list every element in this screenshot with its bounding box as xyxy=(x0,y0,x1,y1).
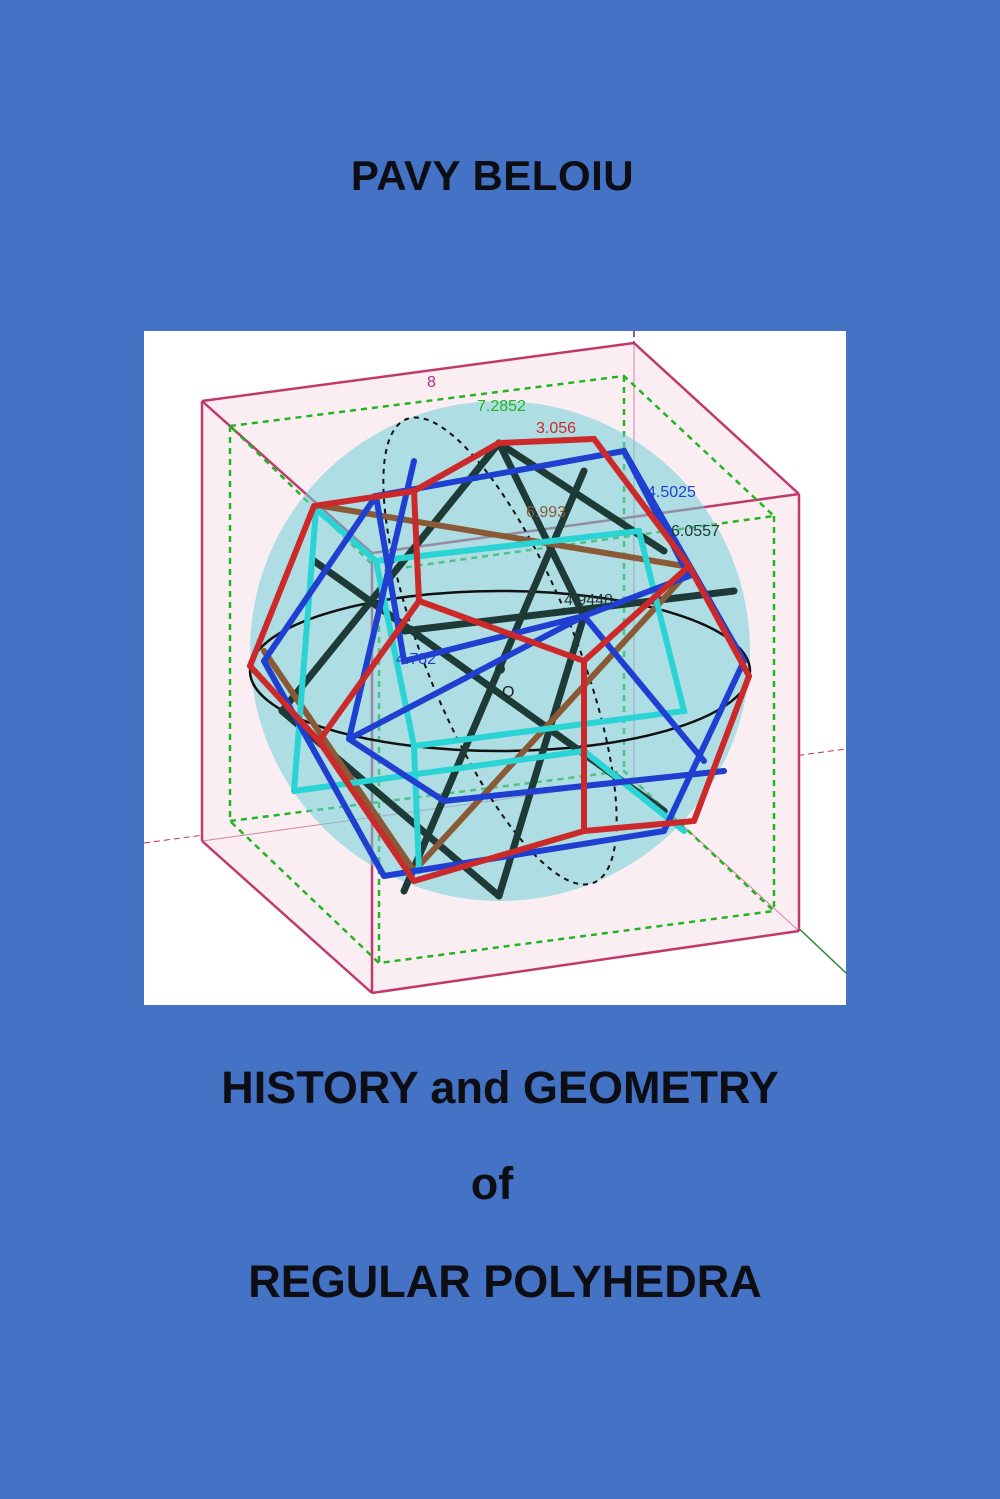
label-green-length: 7.2852 xyxy=(477,398,526,415)
polyhedra-figure: 8 7.2852 3.056 4.5025 6.993 6.0557 4.944… xyxy=(144,331,846,1005)
label-black-length: 6.0557 xyxy=(671,523,720,540)
red-polyhedron xyxy=(247,435,752,884)
label-left-blue-length: 4.782 xyxy=(396,651,436,668)
title-line-2: of xyxy=(470,1158,514,1209)
title-line-1: HISTORY and GEOMETRY xyxy=(221,1062,779,1113)
label-blue-length: 4.5025 xyxy=(647,484,696,501)
title-line-3: REGULAR POLYHEDRA xyxy=(248,1256,762,1307)
origin-point xyxy=(495,664,505,674)
label-center-length: 4.9448 xyxy=(564,592,613,609)
author-name: PAVY BELOIU xyxy=(350,152,635,199)
cyan-polyhedron xyxy=(291,506,688,874)
label-red-length: 3.056 xyxy=(536,420,576,437)
equator-ellipse xyxy=(248,589,752,753)
polyhedra-illustration: 8 7.2852 3.056 4.5025 6.993 6.0557 4.944… xyxy=(144,331,846,995)
label-eight: 8 xyxy=(427,374,436,391)
bounding-box xyxy=(200,341,801,995)
label-origin: O xyxy=(502,684,514,701)
label-brown-length: 6.993 xyxy=(526,504,566,521)
